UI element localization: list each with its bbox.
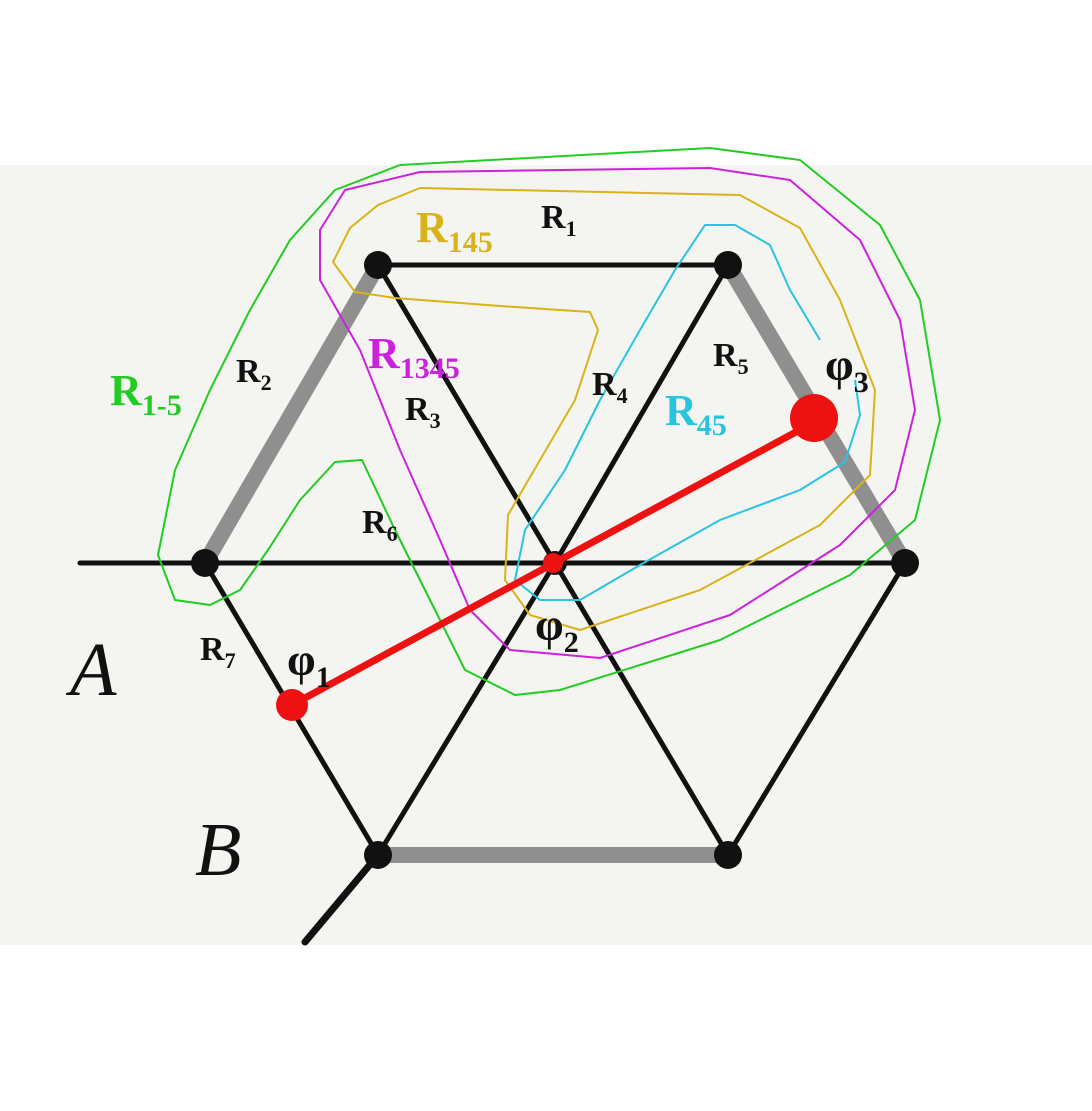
label-r6: R6 [362,504,398,546]
point-labels: A B [65,628,241,892]
label-r1345: R1345 [368,329,460,385]
edge-right-to-bottom-right [725,560,908,858]
group-contours [157,147,941,696]
label-point-b: B [195,808,241,892]
label-r1-5: R1-5 [110,366,182,422]
node-right [891,549,919,577]
potential-path [276,394,838,721]
potential-labels: φ1 φ2 φ3 [287,339,869,694]
label-point-a: A [65,628,117,712]
edge-r2 [197,257,386,571]
edge-center-to-b [375,560,558,858]
label-r2: R2 [236,353,272,395]
resistor-labels: R1 R2 R3 R4 R5 R6 R7 [200,199,749,673]
label-r3: R3 [405,391,441,433]
node-left [191,549,219,577]
label-phi2: φ2 [535,599,579,659]
label-phi1: φ1 [287,634,331,694]
phi3-point [790,394,838,442]
node-top-left [364,251,392,279]
lead-b [301,851,382,946]
label-r1: R1 [541,199,577,241]
phi2-point [543,553,563,573]
group-labels: R1-5 R1345 R145 R45 [110,203,727,442]
edge-r3 [375,262,558,566]
label-r45: R45 [665,386,727,442]
node-bottom-right [714,841,742,869]
phi1-point [276,689,308,721]
label-r5: R5 [713,337,749,379]
edge-r4 [552,262,731,566]
contour-r145 [332,187,876,631]
paper-background [0,165,1092,945]
contour-r45 [514,224,861,601]
label-r145: R145 [416,203,493,259]
node-top-right [714,251,742,279]
edge-center-to-bottom-right [552,560,731,858]
label-phi3: φ3 [825,339,869,399]
contour-r1-5 [157,147,941,696]
label-r7: R7 [200,631,236,673]
contour-r1345 [319,167,916,659]
label-r4: R4 [592,366,628,408]
node-b [364,841,392,869]
